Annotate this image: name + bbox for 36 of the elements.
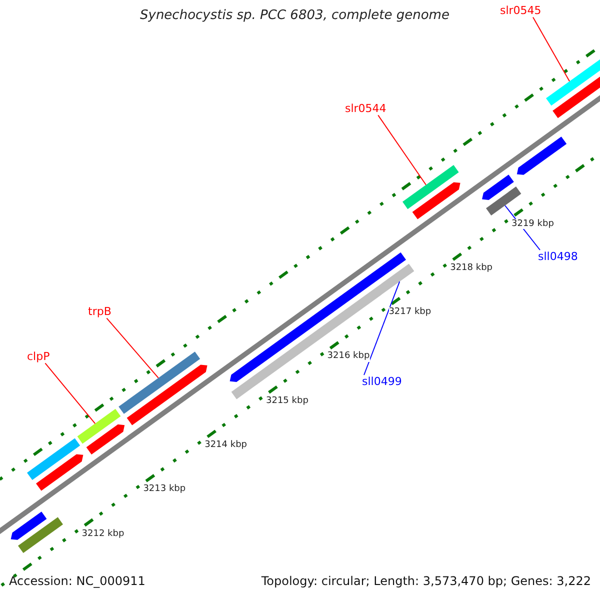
- gene-feature: [27, 438, 80, 480]
- gene-label: slr0545: [500, 4, 542, 18]
- gene-label: sll0499: [362, 375, 402, 388]
- leader-line: [378, 114, 426, 186]
- scale-label: 3219 kbp: [512, 218, 554, 230]
- gene-label: slr0544: [345, 102, 386, 116]
- leader-line: [532, 16, 570, 82]
- leader-line: [106, 318, 159, 378]
- gene-feature: [10, 512, 47, 540]
- gene-label: clpP: [27, 350, 50, 364]
- gene-label: sll0498: [538, 250, 578, 264]
- gene-feature: [77, 408, 121, 444]
- footer-text: Topology: circular; Length: 3,573,470 bp; Genes: 3,222: [261, 574, 591, 588]
- gene-feature: [86, 424, 125, 454]
- title: Synechocystis sp. PCC 6803, complete genome: [140, 8, 450, 24]
- gene-label: trpB: [88, 305, 112, 318]
- scale-label: 3213 kbp: [143, 484, 186, 495]
- gene-feature: [482, 174, 514, 200]
- gene-feature: [486, 186, 522, 216]
- gene-feature: [516, 136, 567, 175]
- gene-feature: [412, 182, 460, 220]
- gene-feature: [552, 75, 600, 118]
- scale-label: 3214 kbp: [204, 440, 247, 451]
- scale-label: 3217 kbp: [388, 307, 432, 318]
- gene-feature: [36, 454, 84, 491]
- leader-line: [44, 362, 96, 424]
- gene-feature: [402, 165, 459, 210]
- leader-line: [364, 281, 400, 376]
- scale-label: 3212 kbp: [82, 528, 124, 540]
- footer-text: Accession: NC_000911: [9, 574, 146, 588]
- gene-feature: [126, 364, 208, 426]
- gene-feature: [118, 352, 200, 414]
- scale-label: 3216 kbp: [327, 351, 370, 362]
- scale-label: 3218 kbp: [450, 262, 492, 274]
- scale-label: 3215 kbp: [266, 396, 308, 406]
- gene-feature: [18, 517, 63, 553]
